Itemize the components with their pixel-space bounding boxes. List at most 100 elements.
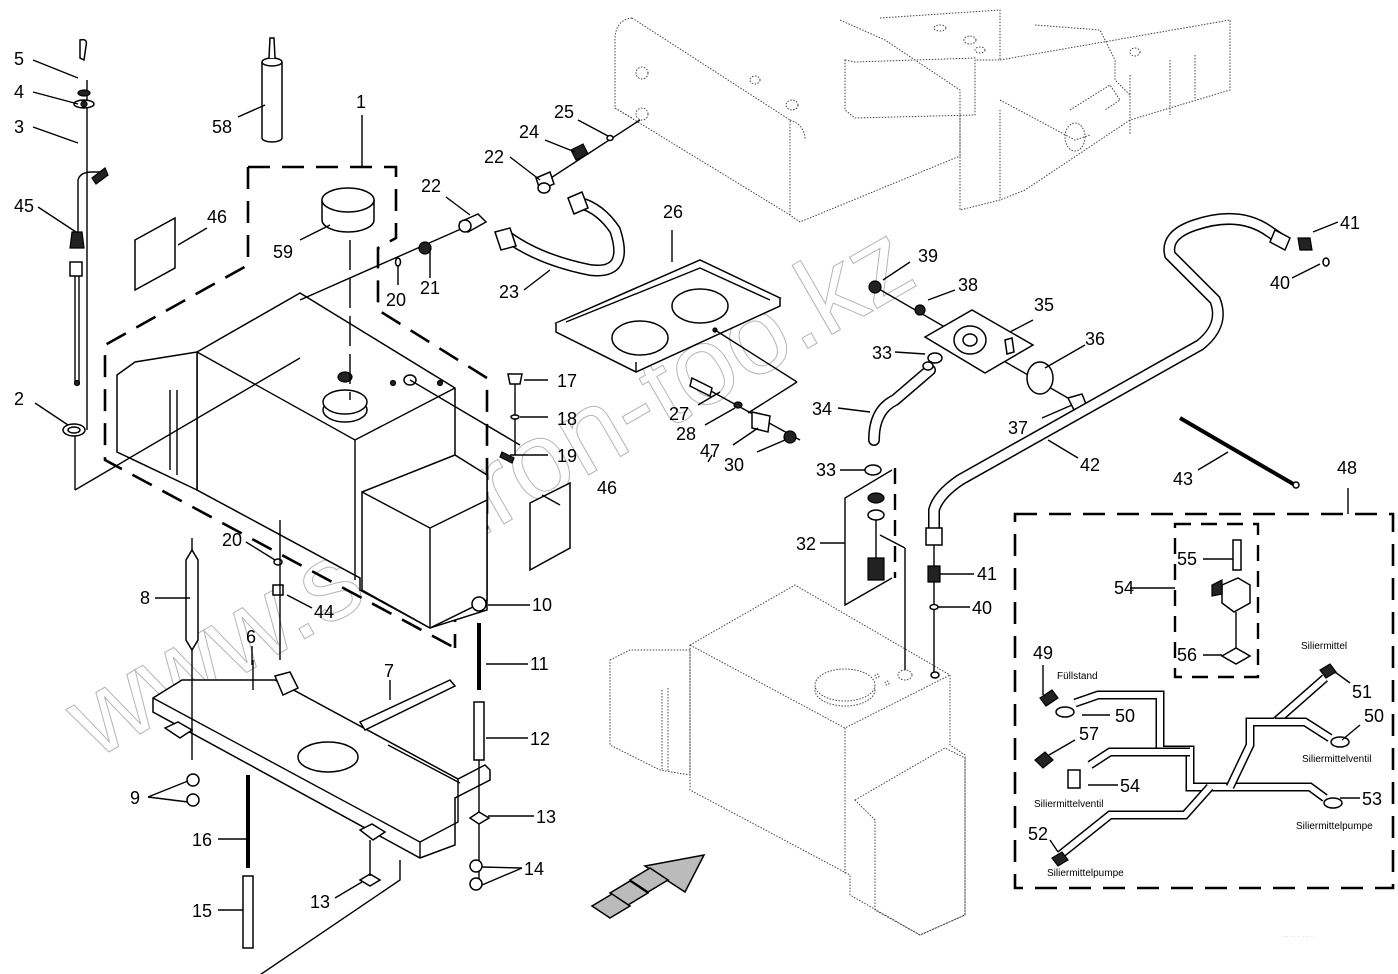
parts-15-16-studs — [242, 775, 254, 949]
label-siliermittelpumpe-right: Siliermittelpumpe — [1296, 821, 1373, 832]
part-46-label-plates — [134, 216, 571, 572]
callout-46a: 46 — [207, 207, 227, 227]
part-35-pump-flange — [868, 280, 1087, 412]
part-43-cable-tie — [1178, 416, 1300, 489]
harness-labels: Füllstand Siliermittel Siliermittelventi… — [1034, 641, 1373, 879]
callout-3: 3 — [14, 117, 24, 137]
callout-12: 12 — [530, 729, 550, 749]
callout-labels: 1 2 3 4 5 6 7 8 9 10 11 12 13 13 14 15 1… — [14, 49, 1384, 921]
callout-4: 4 — [14, 82, 24, 102]
callout-8: 8 — [140, 588, 150, 608]
footer-code: ... .. . ... . — [1282, 930, 1313, 939]
callout-28: 28 — [676, 424, 696, 444]
travel-direction-arrow — [590, 853, 706, 919]
tank-main — [74, 292, 521, 629]
callout-17: 17 — [557, 371, 577, 391]
fasteners-17-19 — [499, 373, 523, 464]
part-26-tray — [554, 230, 798, 414]
label-siliermittelventil-right: Siliermittelventil — [1302, 754, 1371, 765]
tank-reference-dotted — [609, 584, 966, 936]
callout-27: 27 — [669, 404, 689, 424]
callout-37: 37 — [1008, 418, 1028, 438]
callout-57: 57 — [1079, 724, 1099, 744]
callout-51: 51 — [1352, 682, 1372, 702]
callout-24: 24 — [519, 122, 539, 142]
callout-6: 6 — [246, 627, 256, 647]
callout-50b: 50 — [1364, 706, 1384, 726]
callout-55: 55 — [1177, 549, 1197, 569]
callout-14: 14 — [524, 859, 544, 879]
callout-40a: 40 — [1270, 273, 1290, 293]
label-siliermittelpumpe-left: Siliermittelpumpe — [1047, 868, 1124, 879]
callout-20a: 20 — [386, 290, 406, 310]
callout-19: 19 — [557, 446, 577, 466]
callout-16: 16 — [192, 830, 212, 850]
part-59-lid — [321, 187, 375, 400]
label-siliermittel: Siliermittel — [1301, 641, 1347, 652]
callout-45: 45 — [14, 196, 34, 216]
machine-frame-background — [614, 9, 1231, 223]
callout-52: 52 — [1028, 824, 1048, 844]
fasteners-10-14 — [358, 596, 491, 891]
callout-36: 36 — [1085, 329, 1105, 349]
callout-11: 11 — [530, 654, 549, 674]
callout-43: 43 — [1173, 469, 1193, 489]
callout-50a: 50 — [1115, 706, 1135, 726]
callout-54a: 54 — [1114, 578, 1134, 598]
label-fuellstand: Füllstand — [1057, 671, 1098, 682]
callout-22a: 22 — [421, 176, 441, 196]
callout-53: 53 — [1362, 789, 1382, 809]
callout-35: 35 — [1034, 295, 1054, 315]
callout-41a: 41 — [1340, 213, 1360, 233]
leader-lines — [32, 59, 1361, 911]
callout-15: 15 — [192, 901, 212, 921]
callout-49: 49 — [1033, 643, 1053, 663]
callout-30: 30 — [724, 455, 744, 475]
part-8-strap — [185, 538, 200, 807]
callout-23: 23 — [499, 282, 519, 302]
callout-58: 58 — [212, 117, 232, 137]
part-6-mounting-frame — [152, 660, 491, 974]
callout-42: 42 — [1080, 455, 1100, 475]
callout-32: 32 — [796, 534, 816, 554]
callout-9: 9 — [130, 788, 140, 808]
callout-44: 44 — [314, 602, 334, 622]
part-45-level-sensor — [62, 38, 109, 437]
part-42-pipe — [925, 212, 1330, 672]
callout-18: 18 — [557, 409, 577, 429]
label-siliermittelventil-left: Siliermittelventil — [1034, 799, 1103, 810]
callout-25: 25 — [554, 102, 574, 122]
callout-48: 48 — [1337, 458, 1357, 478]
callout-46b: 46 — [597, 478, 617, 498]
part-23-hose — [494, 191, 625, 277]
part-58-cartridge — [261, 37, 283, 143]
callout-26: 26 — [663, 202, 683, 222]
part-34-pipe — [864, 352, 943, 476]
fittings-20-25 — [299, 119, 641, 301]
callout-47: 47 — [700, 441, 720, 461]
callout-33a: 33 — [872, 343, 892, 363]
callout-59: 59 — [273, 242, 293, 262]
callout-7: 7 — [384, 661, 394, 681]
callout-54b: 54 — [1120, 776, 1140, 796]
part-48-wiring-harness-box — [1013, 488, 1395, 890]
callout-33b: 33 — [816, 460, 836, 480]
fasteners-20-44 — [272, 520, 284, 660]
callout-5: 5 — [14, 49, 24, 69]
part-32-group — [844, 468, 906, 675]
callout-10: 10 — [532, 595, 552, 615]
callout-38: 38 — [958, 275, 978, 295]
callout-21: 21 — [420, 278, 440, 298]
callout-22b: 22 — [484, 147, 504, 167]
callout-56: 56 — [1177, 645, 1197, 665]
callout-13a: 13 — [536, 807, 556, 827]
callout-20b: 20 — [222, 530, 242, 550]
callout-13b: 13 — [310, 892, 330, 912]
callout-1: 1 — [356, 92, 366, 112]
callout-39: 39 — [918, 246, 938, 266]
callout-40b: 40 — [972, 598, 992, 618]
callout-2: 2 — [14, 389, 24, 409]
callout-34: 34 — [812, 399, 832, 419]
callout-41b: 41 — [977, 564, 997, 584]
